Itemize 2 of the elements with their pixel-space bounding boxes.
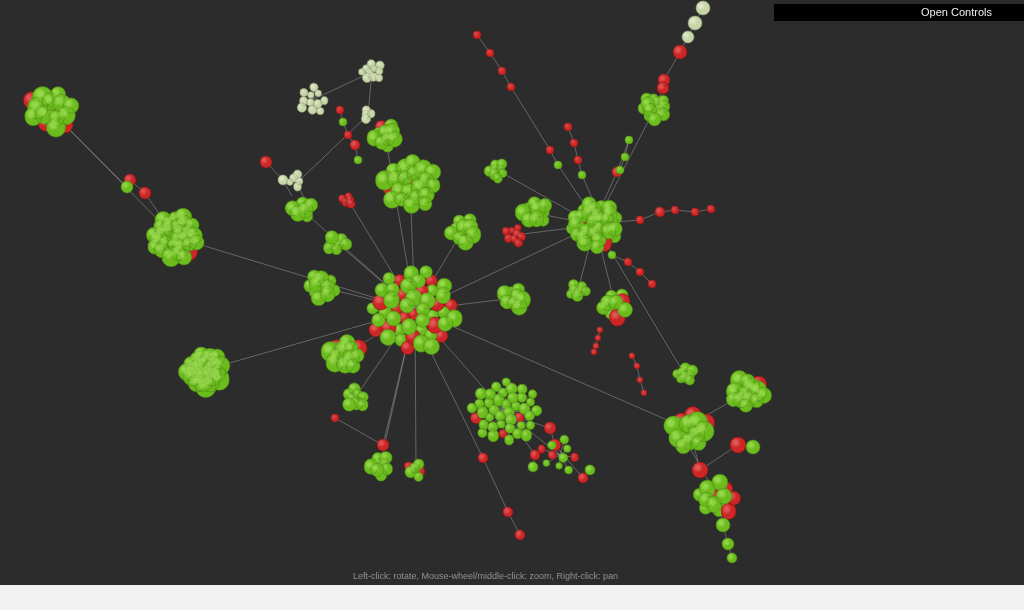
- mouse-controls-hint: Left-click: rotate, Mouse-wheel/middle-click: zoom, Right-click: pan: [353, 571, 619, 582]
- open-controls-button: Open Controls: [774, 4, 1024, 21]
